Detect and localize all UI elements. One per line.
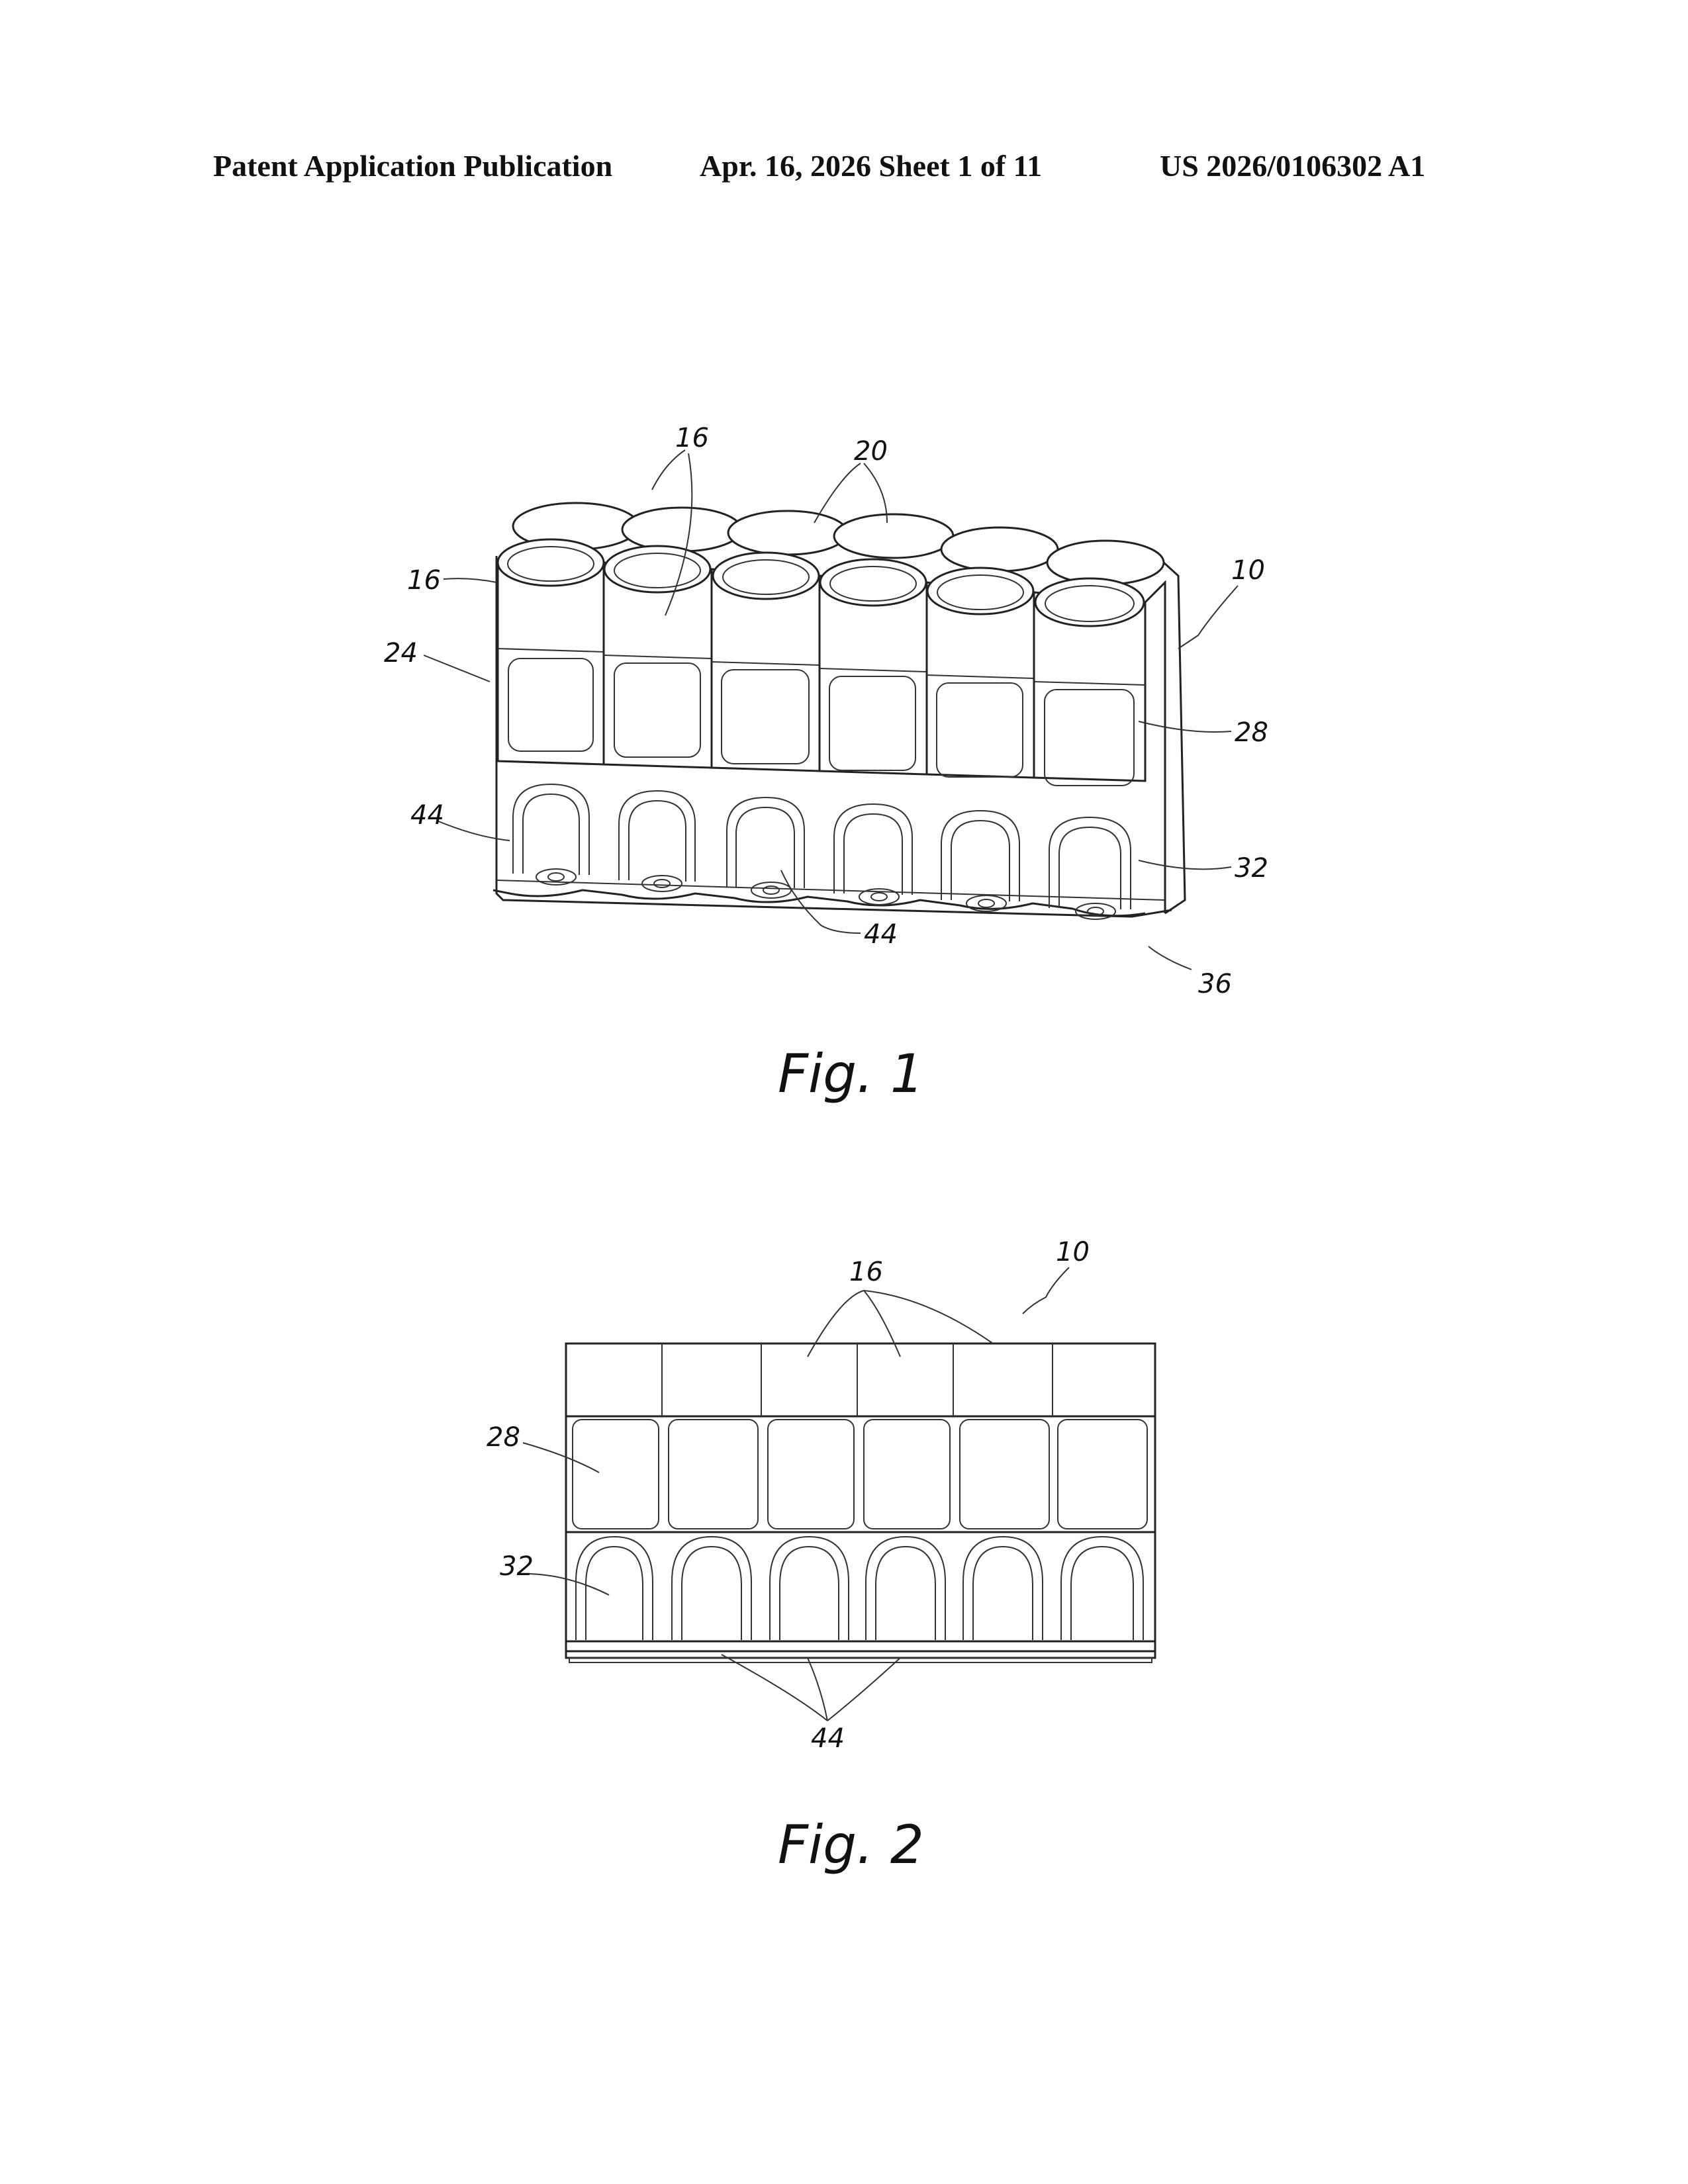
fig2-ref-32: 32 [500, 1551, 534, 1582]
fig2-ref-10: 10 [1056, 1237, 1090, 1267]
fig2-middle-windows [573, 1420, 1147, 1529]
fig2-body [566, 1343, 1155, 1662]
fig2-arch-openings [576, 1537, 1143, 1640]
fig2-reference-numerals: 16 10 28 32 44 [487, 1237, 1090, 1754]
fig2-leader-lines [523, 1267, 1069, 1721]
fig2-ref-16: 16 [849, 1257, 883, 1287]
fig2-top-cells [662, 1343, 1053, 1416]
fig2-ref-28: 28 [487, 1422, 520, 1453]
fig2-ref-44: 44 [811, 1723, 845, 1754]
fig2-caption: Fig. 2 [778, 1814, 924, 1876]
